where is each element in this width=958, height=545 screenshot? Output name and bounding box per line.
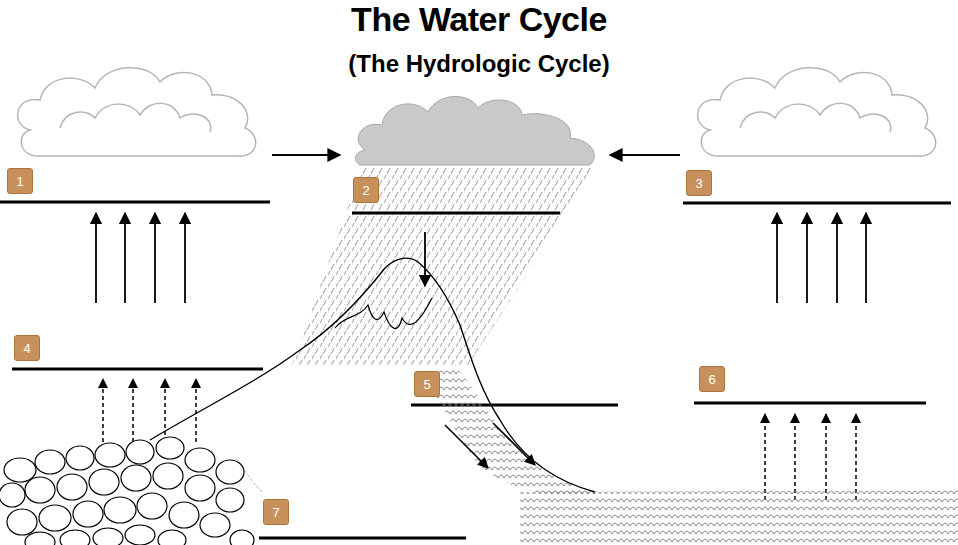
callout-badge: 2 bbox=[353, 177, 379, 203]
callout-badge: 4 bbox=[14, 335, 40, 361]
mountain-outline bbox=[150, 258, 595, 492]
cloud bbox=[698, 68, 936, 156]
callout-number: 7 bbox=[272, 505, 279, 520]
snow-cap bbox=[335, 298, 432, 328]
callout-badge: 6 bbox=[699, 366, 725, 392]
answer-line bbox=[0, 202, 951, 538]
callout-number: 1 bbox=[16, 174, 23, 189]
callout-number: 5 bbox=[423, 377, 430, 392]
precipitation-arrow bbox=[424, 232, 426, 286]
callout-number: 2 bbox=[362, 183, 369, 198]
callout-badge: 7 bbox=[263, 499, 289, 525]
title: The Water Cycle bbox=[0, 0, 958, 39]
cloud bbox=[18, 68, 256, 156]
callout-number: 3 bbox=[695, 176, 702, 191]
river bbox=[420, 365, 600, 495]
runoff-arrow bbox=[493, 423, 535, 465]
rocks bbox=[0, 437, 254, 545]
flow-arrow bbox=[610, 154, 680, 156]
subtitle: (The Hydrologic Cycle) bbox=[0, 50, 958, 78]
callout-badge: 5 bbox=[414, 371, 440, 397]
condensation-arrow bbox=[96, 213, 866, 303]
callout-badge: 3 bbox=[686, 170, 712, 196]
ocean bbox=[520, 490, 958, 545]
rain-hatching bbox=[292, 168, 596, 365]
rain-cloud bbox=[355, 96, 594, 165]
runoff-arrow bbox=[445, 425, 488, 468]
flow-arrow bbox=[272, 154, 340, 156]
callout-number: 4 bbox=[23, 341, 30, 356]
callout-number: 6 bbox=[708, 372, 715, 387]
callout-badge: 1 bbox=[7, 168, 33, 194]
